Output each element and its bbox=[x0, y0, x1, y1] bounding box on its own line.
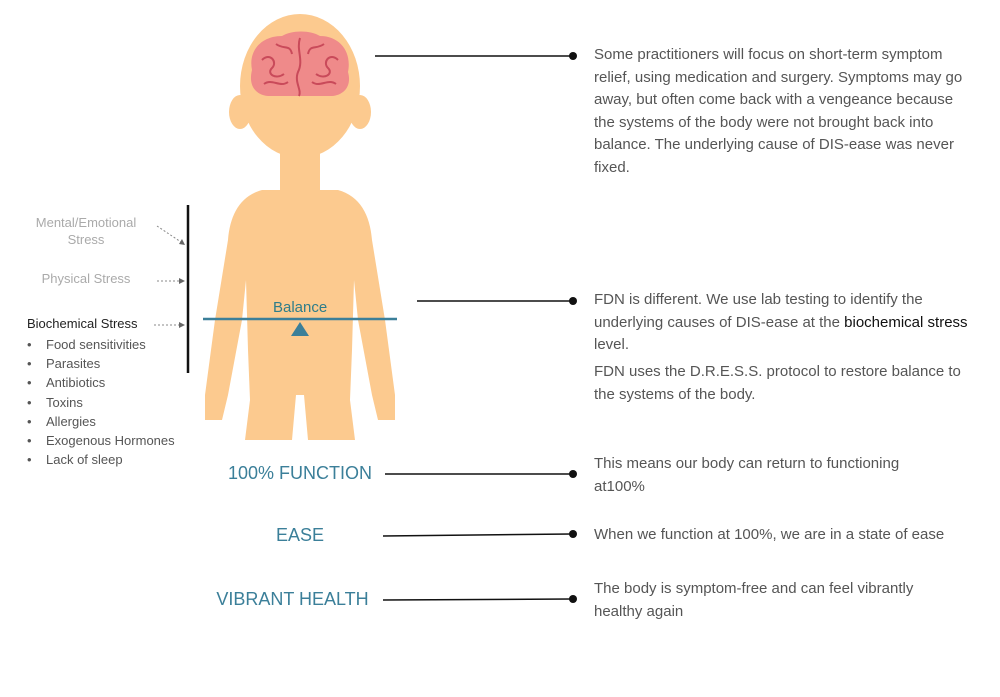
list-item: Antibiotics bbox=[27, 373, 175, 392]
mental-stress-line2: Stress bbox=[67, 232, 105, 247]
paragraph-function: This means our body can return to functi… bbox=[594, 455, 900, 495]
list-item: Food sensitivities bbox=[27, 335, 175, 354]
physical-stress-label: Physical Stress bbox=[41, 271, 131, 286]
paragraph-fdn-different: FDN is different. We use lab testing to … bbox=[594, 289, 974, 357]
arrowheads bbox=[179, 239, 185, 328]
brain-icon bbox=[250, 31, 350, 97]
p2-text-c: level. bbox=[594, 336, 630, 353]
balance-label: Balance bbox=[273, 299, 328, 316]
level-ease: EASE bbox=[275, 525, 325, 545]
paragraph-vibrant: The body is symptom-free and can feel vi… bbox=[594, 580, 914, 620]
list-item: Exogenous Hormones bbox=[27, 431, 175, 450]
fulcrum-triangle-icon bbox=[291, 322, 309, 336]
mental-stress-label: Mental/Emotional Stress bbox=[26, 214, 146, 248]
paragraph-short-term-relief: Some practitioners will focus on short-t… bbox=[594, 46, 963, 176]
connector-lines bbox=[375, 55, 572, 601]
paragraph-dress-protocol: FDN uses the D.R.E.S.S. protocol to rest… bbox=[594, 363, 961, 403]
level-vibrant-health: VIBRANT HEALTH bbox=[216, 589, 369, 609]
p2-text-a: FDN is different. We use lab testing to … bbox=[594, 291, 923, 331]
paragraph-ease: When we function at 100%, we are in a st… bbox=[594, 526, 945, 543]
mental-stress-line1: Mental/Emotional bbox=[35, 215, 137, 230]
list-item: Parasites bbox=[27, 354, 175, 373]
level-function: 100% FUNCTION bbox=[227, 463, 373, 483]
list-item: Allergies bbox=[27, 412, 175, 431]
connector-dots bbox=[569, 52, 577, 603]
stress-arrows bbox=[154, 225, 185, 326]
list-item: Toxins bbox=[27, 393, 175, 412]
p2-highlight: biochemical stress bbox=[844, 313, 968, 331]
biochemical-stress-title: Biochemical Stress bbox=[27, 316, 138, 331]
biochemical-stress-list: Food sensitivities Parasites Antibiotics… bbox=[27, 335, 175, 470]
list-item: Lack of sleep bbox=[27, 450, 175, 469]
